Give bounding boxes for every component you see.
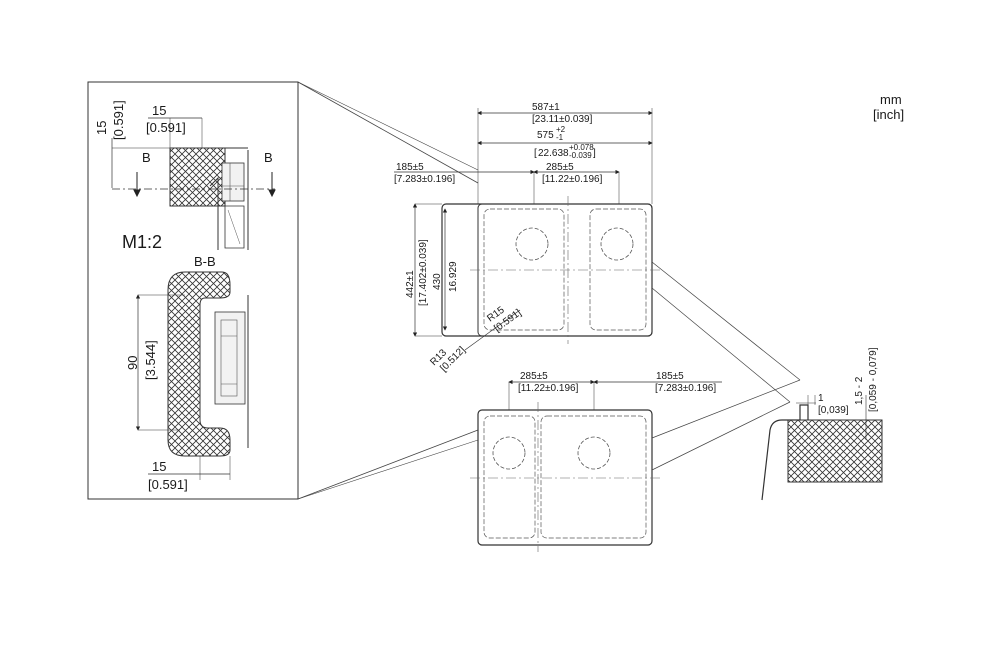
overall-width: 587±1	[532, 102, 560, 113]
bottom-width-in: [0.591]	[148, 477, 188, 492]
height: 442±1	[405, 270, 416, 298]
center-dist: 285±5	[546, 162, 574, 173]
right-offset-in: [7.283±0.196]	[655, 383, 716, 394]
svg-text:+2: +2	[556, 125, 566, 134]
detail-panel	[87, 81, 479, 500]
svg-text:mm: mm	[880, 92, 902, 107]
rim-section-detail: B B 15 [0.591] 15 [0.591] M1:2	[94, 100, 276, 252]
edge-detail: 1 [0,039] 1,5 - 2 [0,059 - 0,079]	[761, 347, 883, 501]
cutout-width-in: 22.638	[538, 148, 569, 159]
left-offset: 185±5	[396, 162, 424, 173]
cutout-width: 575	[537, 130, 554, 141]
cutout-height-in: 16.929	[448, 261, 459, 292]
top-width-in: [0.591]	[146, 120, 186, 135]
section-b-b-detail: B-B 90 [3.544] 15 [0.591]	[125, 254, 249, 492]
height-in: [17.402±0.039]	[418, 239, 429, 306]
right-offset: 185±5	[656, 371, 684, 382]
gap-in: [0,039]	[818, 405, 849, 416]
cutout-height: 430	[432, 273, 443, 290]
gap-mm: 1	[818, 393, 824, 404]
top-width-mm: 15	[152, 103, 166, 118]
depth-in: [0,059 - 0,079]	[868, 347, 879, 412]
profile-height-mm: 90	[125, 356, 140, 370]
overall-width-in: [23.11±0.039]	[532, 114, 593, 125]
left-height-in: [0.591]	[111, 100, 126, 140]
depth-mm: 1,5 - 2	[854, 376, 865, 405]
svg-text:-0.039: -0.039	[569, 151, 592, 160]
cut-mark-right: B	[264, 150, 273, 165]
left-height-mm: 15	[94, 121, 109, 135]
left-offset-in: [7.283±0.196]	[394, 174, 455, 185]
bottom-center-dist: 285±5	[520, 371, 548, 382]
bottom-sink-plan: 285±5 [11.22±0.196] 185±5 [7.283±0.196]	[470, 261, 801, 552]
bottom-center-dist-in: [11.22±0.196]	[518, 383, 579, 394]
svg-text:-1: -1	[556, 133, 564, 142]
units-label: mm [inch]	[873, 92, 904, 122]
svg-text:[: [	[534, 148, 537, 159]
top-sink-plan: 587±1 [23.11±0.039] 575 +2 -1 [ 22.638 +…	[394, 102, 660, 374]
svg-text:[inch]: [inch]	[873, 107, 904, 122]
svg-text:]: ]	[593, 148, 596, 159]
svg-text:+0.078: +0.078	[569, 143, 594, 152]
cut-mark-left: B	[142, 150, 151, 165]
scale-label: M1:2	[122, 232, 162, 252]
center-dist-in: [11.22±0.196]	[542, 174, 603, 185]
profile-height-in: [3.544]	[143, 340, 158, 380]
section-label: B-B	[194, 254, 216, 269]
bottom-width-mm: 15	[152, 459, 166, 474]
